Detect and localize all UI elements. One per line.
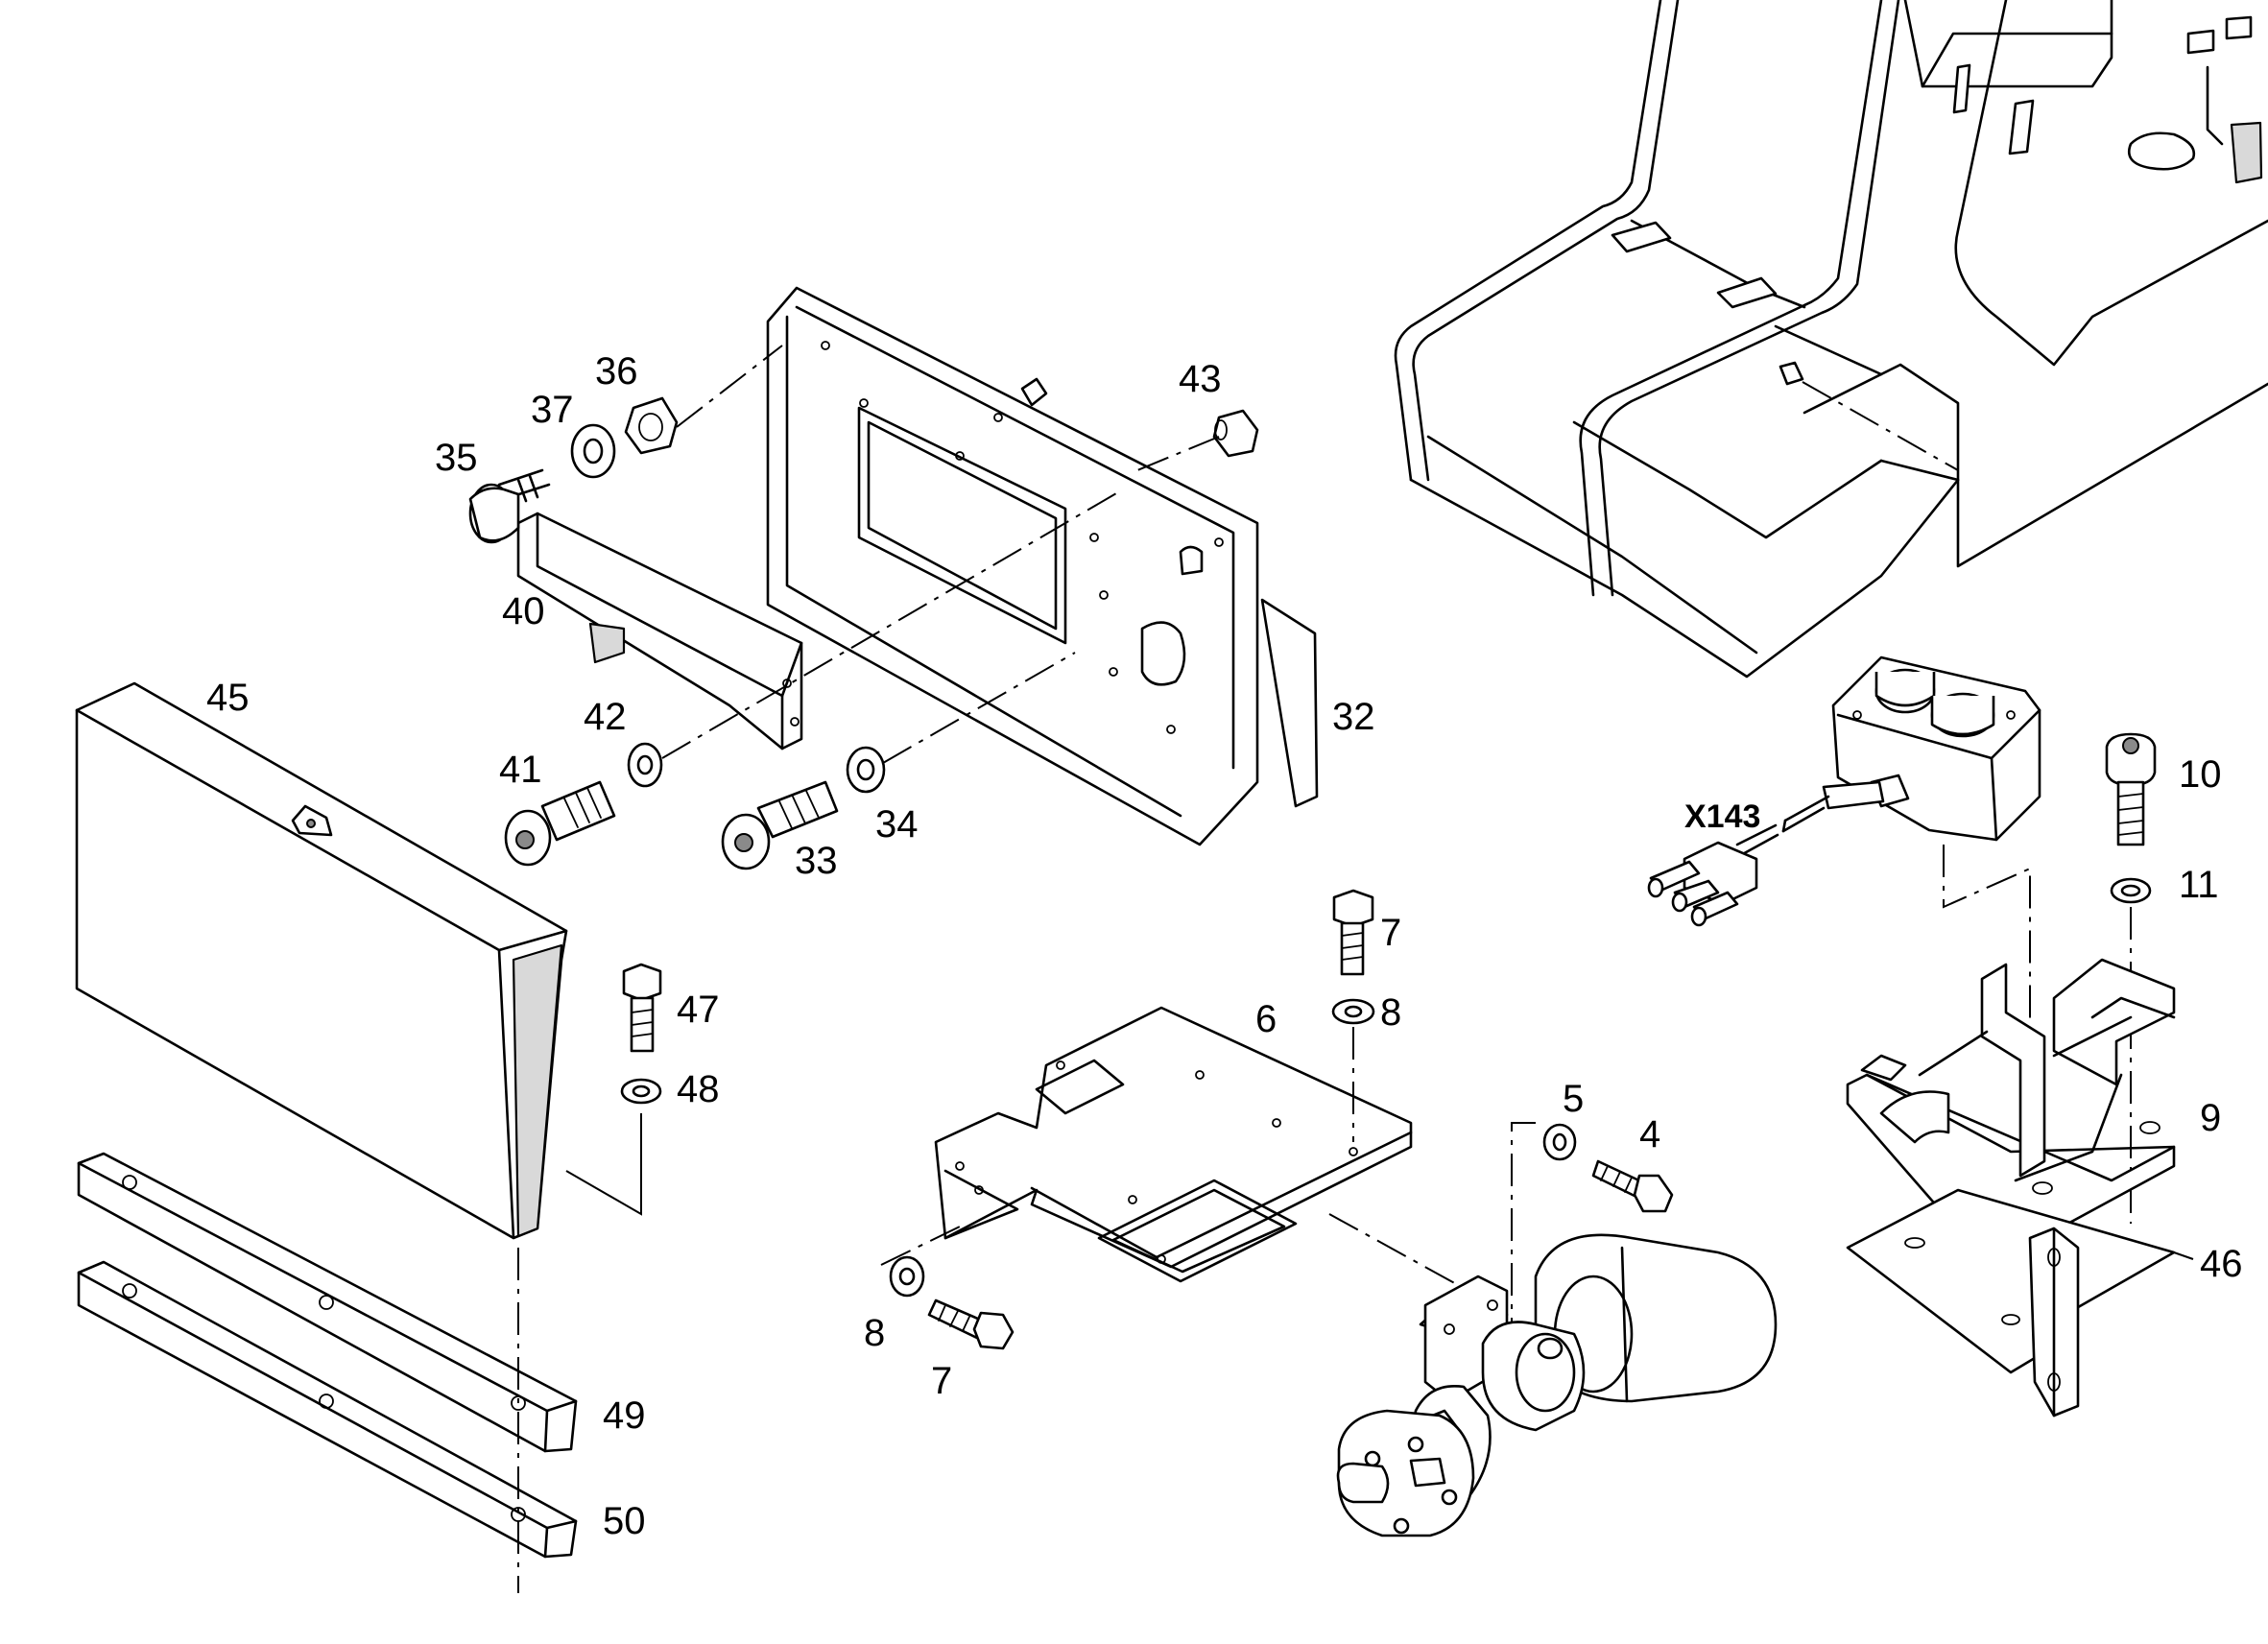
callout-8-lower: 8: [864, 1312, 885, 1354]
cover-45: [75, 681, 568, 1240]
callout-35: 35: [435, 437, 478, 479]
leader-48: [565, 1113, 642, 1216]
screw-33: [721, 780, 839, 870]
bolt-4: [1591, 1159, 1674, 1213]
callout-9: 9: [2200, 1097, 2221, 1139]
callout-43: 43: [1179, 358, 1222, 400]
connector-label-x143: X143: [1684, 798, 1760, 835]
machine-body: [1394, 0, 2268, 679]
plate-6: [934, 1006, 1413, 1283]
switch-box: [1647, 655, 2041, 927]
callout-33: 33: [795, 840, 838, 882]
pump-motor: [1336, 1233, 1778, 1537]
bolt-47: [622, 963, 662, 1053]
bracket-9: [1846, 958, 2176, 1259]
callout-45: 45: [206, 677, 250, 719]
leader-8-lower: [880, 1226, 961, 1266]
assembly-leaders-upper: [661, 345, 1220, 764]
callout-41: 41: [499, 749, 542, 791]
nut-43: [1212, 409, 1259, 458]
callout-10: 10: [2179, 753, 2222, 796]
callout-labels: 45 35 37 36 43 40 42 41 33 34 32 10 11 7…: [206, 350, 2243, 1542]
callout-7-lower: 7: [931, 1360, 952, 1402]
screw-10: [2105, 732, 2157, 846]
callout-37: 37: [531, 389, 574, 431]
washer-8-lower: [889, 1255, 925, 1298]
callout-7-top: 7: [1380, 912, 1401, 954]
leader-switch-box: [1943, 845, 2031, 1104]
callout-11: 11: [2179, 864, 2219, 906]
callout-47: 47: [677, 989, 720, 1031]
callout-48: 48: [677, 1068, 720, 1110]
callout-4: 4: [1639, 1113, 1660, 1156]
nut-36: [624, 396, 679, 455]
washer-37: [570, 423, 616, 479]
washer-11: [2110, 877, 2152, 904]
washer-8-top: [1331, 998, 1375, 1025]
leader-5: [1511, 1122, 1536, 1324]
callout-34: 34: [875, 803, 919, 846]
bracket-40: [516, 512, 803, 751]
callout-40: 40: [502, 590, 545, 632]
mounting-box-32: [766, 286, 1319, 846]
strip-49: [77, 1152, 578, 1453]
washer-5: [1542, 1123, 1577, 1161]
bolt-7-lower: [927, 1299, 1015, 1350]
leader-6-pump: [1328, 1213, 1469, 1292]
knob-35: [468, 468, 551, 544]
bolt-7-top: [1332, 889, 1374, 976]
callout-42: 42: [584, 696, 627, 738]
callout-8-top: 8: [1380, 991, 1401, 1034]
callout-5: 5: [1563, 1078, 1584, 1120]
strip-50: [77, 1260, 578, 1559]
callout-49: 49: [603, 1394, 646, 1437]
washer-48: [620, 1078, 662, 1105]
callout-46: 46: [2200, 1243, 2243, 1285]
callout-36: 36: [595, 350, 638, 393]
washer-34: [846, 746, 886, 794]
bracket-46: [1846, 1188, 2194, 1418]
callout-32: 32: [1332, 696, 1375, 738]
washer-42: [627, 742, 663, 788]
callout-6: 6: [1255, 998, 1277, 1040]
callout-50: 50: [603, 1500, 646, 1542]
screw-41: [504, 780, 616, 867]
